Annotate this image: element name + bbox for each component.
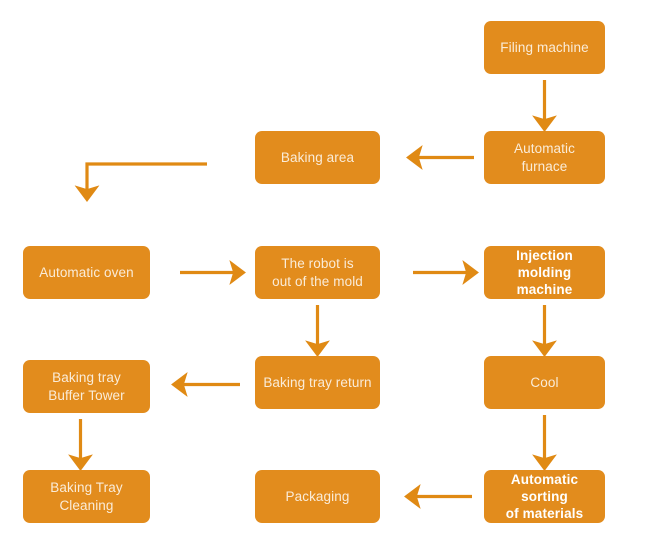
node-label: Baking tray Buffer Tower	[48, 370, 125, 403]
node-baking-tray-return[interactable]: Baking tray return	[255, 356, 380, 409]
node-label: Filing machine	[500, 39, 589, 55]
node-automatic-furnace[interactable]: Automatic furnace	[484, 131, 605, 184]
node-baking-tray-cleaning[interactable]: Baking Tray Cleaning	[23, 470, 150, 523]
node-label: Cool	[530, 374, 559, 390]
node-label: Automatic oven	[39, 264, 134, 280]
node-baking-area[interactable]: Baking area	[255, 131, 380, 184]
node-label: Injection molding machine	[516, 247, 573, 298]
node-cool[interactable]: Cool	[484, 356, 605, 409]
node-filing-machine[interactable]: Filing machine	[484, 21, 605, 74]
node-packaging[interactable]: Packaging	[255, 470, 380, 523]
node-label: Baking Tray Cleaning	[50, 480, 123, 513]
node-label: Packaging	[285, 488, 350, 504]
node-label: The robot is out of the mold	[272, 256, 363, 289]
connector-baking-area-to-oven	[74, 162, 207, 202]
node-label: Baking area	[280, 149, 355, 165]
node-label: Baking tray return	[263, 374, 372, 390]
node-label: Automatic sorting of materials	[505, 471, 584, 522]
node-baking-tray-buffer-tower[interactable]: Baking tray Buffer Tower	[23, 360, 150, 413]
node-automatic-sorting-of-materials[interactable]: Automatic sorting of materials	[484, 470, 605, 523]
node-injection-molding-machine[interactable]: Injection molding machine	[484, 246, 605, 299]
node-label: Automatic furnace	[514, 141, 575, 174]
node-automatic-oven[interactable]: Automatic oven	[23, 246, 150, 299]
node-robot-out-of-mold[interactable]: The robot is out of the mold	[255, 246, 380, 299]
